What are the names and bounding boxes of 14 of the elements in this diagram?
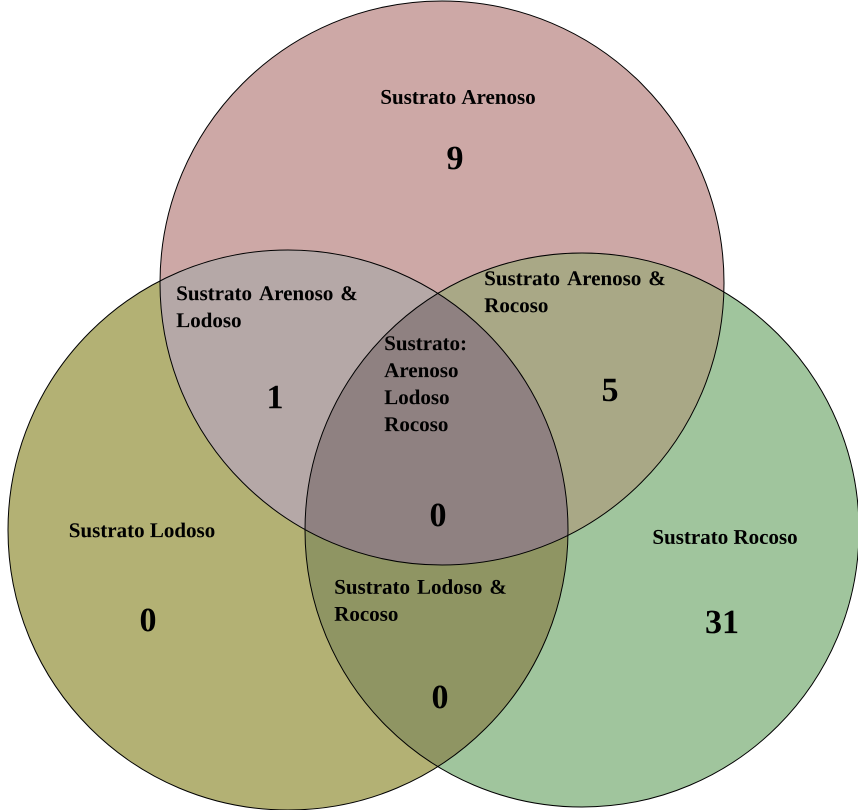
region-label: Sustrato Arenoso & Rocoso: [484, 271, 665, 312]
set-title: Sustrato Arenoso: [381, 90, 535, 104]
count-number: 0: [430, 504, 446, 526]
count-number: 5: [602, 378, 618, 402]
set-title: Sustrato Rocoso: [654, 530, 797, 544]
set-title: Sustrato Lodoso: [70, 522, 214, 538]
count-number: 0: [140, 608, 156, 632]
count-number: 1: [269, 386, 282, 408]
count-number: 9: [447, 146, 462, 170]
region-label: Sustrato Arenoso & Lodoso: [176, 286, 357, 328]
count-number: 31: [706, 610, 738, 634]
region-label: Sustrato: Arenoso Lodoso Rocoso: [384, 336, 466, 432]
count-number: 0: [432, 686, 448, 708]
region-label: Sustrato Lodoso & Rocoso: [334, 579, 506, 621]
